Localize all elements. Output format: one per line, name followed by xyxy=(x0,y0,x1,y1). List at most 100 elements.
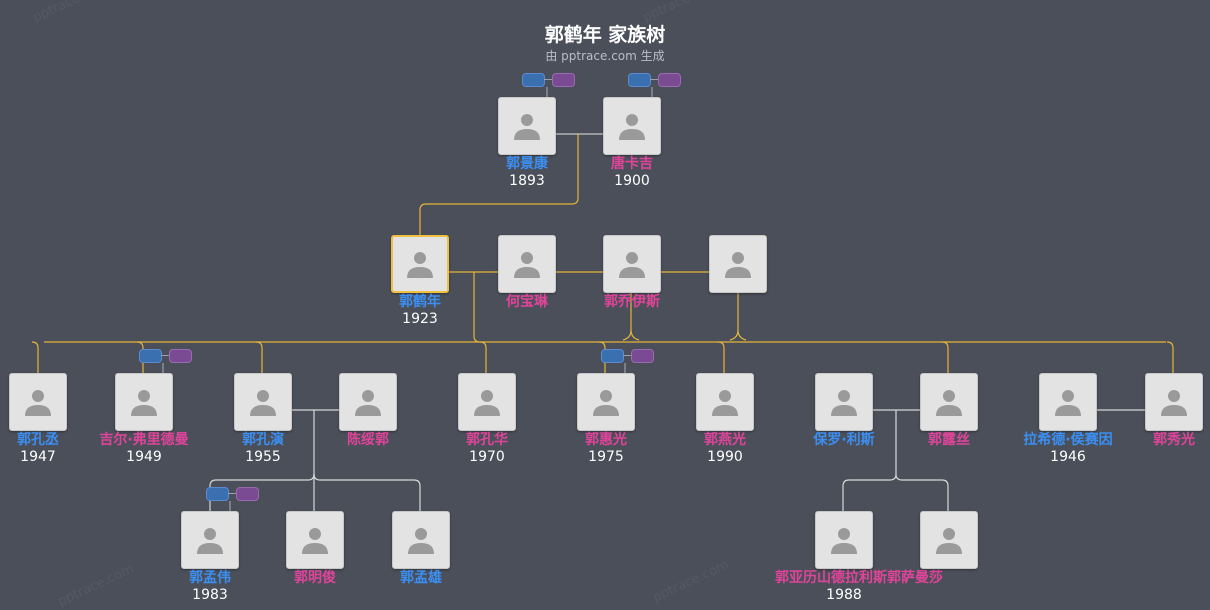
person-birth-year: 1893 xyxy=(509,173,545,189)
child-drop xyxy=(1166,341,1174,373)
mother-badge-icon[interactable] xyxy=(552,73,575,87)
descent-line xyxy=(419,134,579,235)
person-card[interactable] xyxy=(603,235,661,293)
person-avatar-icon xyxy=(590,386,622,418)
badge-link xyxy=(650,79,658,80)
person-birth-year: 1983 xyxy=(192,587,228,603)
person-name: 郭秀光 xyxy=(1153,432,1195,448)
person-avatar-icon xyxy=(828,386,860,418)
person-avatar-icon xyxy=(616,110,648,142)
person-card[interactable] xyxy=(920,511,978,569)
person-avatar-icon xyxy=(616,248,648,280)
person-avatar-icon xyxy=(128,386,160,418)
person-avatar-icon xyxy=(404,248,436,280)
person-name: 郭鹤年 xyxy=(399,294,441,310)
person-name: 郭亚历山德拉 xyxy=(775,570,859,586)
person-name: 保罗·利斯 xyxy=(813,432,875,448)
father-badge-icon[interactable] xyxy=(628,73,651,87)
child-drop xyxy=(941,341,949,373)
mother-badge-icon[interactable] xyxy=(631,349,654,363)
person-name: 陈绥郭 xyxy=(347,432,389,448)
person-avatar-icon xyxy=(299,524,331,556)
person-card[interactable] xyxy=(498,235,556,293)
page-title: 郭鹤年 家族树 xyxy=(544,24,666,46)
person-name: 郭孔演 xyxy=(242,432,284,448)
father-badge-icon[interactable] xyxy=(522,73,545,87)
descent-line xyxy=(842,410,897,511)
badge-link xyxy=(623,355,631,356)
person-name: 郭孔丞 xyxy=(17,432,59,448)
person-card[interactable] xyxy=(1039,373,1097,431)
person-name: 利斯 xyxy=(859,570,887,586)
person-avatar-icon xyxy=(405,524,437,556)
person-avatar-icon xyxy=(194,524,226,556)
badge-link xyxy=(544,79,552,80)
parents-toggle[interactable] xyxy=(601,349,655,363)
child-drop xyxy=(473,335,481,343)
descent-line xyxy=(313,473,421,511)
father-badge-icon[interactable] xyxy=(601,349,624,363)
person-card[interactable] xyxy=(181,511,239,569)
person-birth-year: 1900 xyxy=(614,173,650,189)
person-card[interactable] xyxy=(815,373,873,431)
child-drop xyxy=(255,341,263,373)
person-card[interactable] xyxy=(458,373,516,431)
father-badge-icon[interactable] xyxy=(206,487,229,501)
person-card[interactable] xyxy=(9,373,67,431)
person-avatar-icon xyxy=(511,110,543,142)
child-drop xyxy=(479,341,487,373)
person-avatar-icon xyxy=(511,248,543,280)
person-name: 郭萨曼莎 xyxy=(887,570,943,586)
person-card[interactable] xyxy=(1145,373,1203,431)
person-card[interactable] xyxy=(603,97,661,155)
person-birth-year: 1946 xyxy=(1050,449,1086,465)
mother-badge-icon[interactable] xyxy=(658,73,681,87)
parents-toggle[interactable] xyxy=(628,73,682,87)
person-card[interactable] xyxy=(696,373,754,431)
parents-toggle[interactable] xyxy=(139,349,193,363)
person-card[interactable] xyxy=(709,235,767,293)
person-card[interactable] xyxy=(115,373,173,431)
person-avatar-icon xyxy=(828,524,860,556)
child-drop xyxy=(31,341,39,373)
person-card[interactable] xyxy=(920,373,978,431)
person-avatar-icon xyxy=(933,386,965,418)
person-avatar-icon xyxy=(933,524,965,556)
child-drop xyxy=(717,341,725,373)
person-card[interactable] xyxy=(286,511,344,569)
person-card[interactable] xyxy=(577,373,635,431)
descent-line xyxy=(895,473,949,511)
badge-link xyxy=(161,355,169,356)
father-badge-icon[interactable] xyxy=(139,349,162,363)
person-birth-year: 1923 xyxy=(402,311,438,327)
descent-line xyxy=(630,329,640,341)
person-avatar-icon xyxy=(1052,386,1084,418)
person-birth-year: 1947 xyxy=(20,449,56,465)
person-name: 郭燕光 xyxy=(704,432,746,448)
person-name: 郭露丝 xyxy=(928,432,970,448)
person-avatar-icon xyxy=(247,386,279,418)
person-birth-year: 1988 xyxy=(826,587,862,603)
person-avatar-icon xyxy=(22,386,54,418)
person-card[interactable] xyxy=(815,511,873,569)
person-avatar-icon xyxy=(709,386,741,418)
child-drop xyxy=(598,341,606,373)
parents-toggle[interactable] xyxy=(206,487,260,501)
badge-link xyxy=(228,493,236,494)
person-avatar-icon xyxy=(722,248,754,280)
mother-badge-icon[interactable] xyxy=(236,487,259,501)
descent-line xyxy=(737,329,747,341)
person-card[interactable] xyxy=(498,97,556,155)
person-card[interactable] xyxy=(391,235,449,293)
person-birth-year: 1970 xyxy=(469,449,505,465)
person-birth-year: 1990 xyxy=(707,449,743,465)
child-drop xyxy=(136,341,144,373)
person-card[interactable] xyxy=(234,373,292,431)
person-name: 拉希德·侯赛因 xyxy=(1023,432,1113,448)
person-birth-year: 1975 xyxy=(588,449,624,465)
person-name: 郭孟伟 xyxy=(189,570,231,586)
parents-toggle[interactable] xyxy=(522,73,576,87)
person-card[interactable] xyxy=(339,373,397,431)
person-card[interactable] xyxy=(392,511,450,569)
mother-badge-icon[interactable] xyxy=(169,349,192,363)
